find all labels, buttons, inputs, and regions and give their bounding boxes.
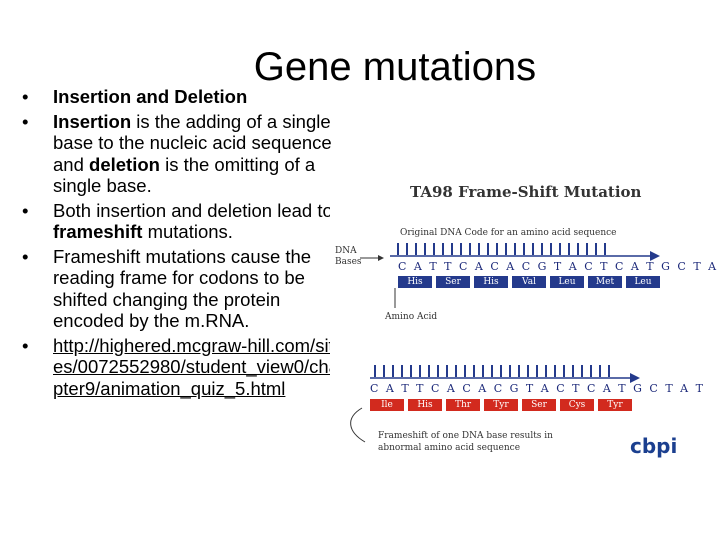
bold-term: Insertion bbox=[53, 110, 132, 132]
bullet-item: Insertion and Deletion bbox=[22, 86, 342, 108]
bullet-item: Both insertion and deletion lead to fram… bbox=[22, 200, 342, 243]
dna-label: DNA bbox=[335, 246, 357, 256]
original-label: Original DNA Code for an amino acid sequ… bbox=[400, 228, 617, 238]
bullet-text: is the adding of a single base to the nu… bbox=[53, 110, 332, 175]
amino-acid-box: Leu bbox=[626, 276, 660, 288]
amino-acid-box: Tyr bbox=[598, 399, 632, 411]
bullet-list: Insertion and DeletionInsertion is the a… bbox=[22, 86, 342, 402]
bullet-item: Frameshift mutations cause the reading f… bbox=[22, 246, 342, 332]
figure-graphics bbox=[350, 243, 660, 443]
caption-line-2: abnormal amino acid sequence bbox=[378, 443, 521, 453]
amino-acid-box: Tyr bbox=[484, 399, 518, 411]
original-dna-sequence: C A T T C A C A C G T A C T C A T G C T … bbox=[398, 260, 720, 273]
amino-acid-box: Val bbox=[512, 276, 546, 288]
cbpi-logo: cbpi bbox=[630, 434, 678, 458]
bullet-text: mutations. bbox=[142, 221, 233, 242]
bullet-text: is the omitting of a single base. bbox=[53, 153, 316, 197]
animation-link[interactable]: http://highered.mcgraw-hill.com/sites/00… bbox=[53, 334, 339, 399]
caption-line-1: Frameshift of one DNA base results in bbox=[378, 431, 553, 441]
bullet-item: Insertion is the adding of a single base… bbox=[22, 111, 342, 197]
amino-acid-box: His bbox=[474, 276, 508, 288]
amino-acid-box: Met bbox=[588, 276, 622, 288]
amino-acid-box: Ile bbox=[370, 399, 404, 411]
amino-acid-box: His bbox=[408, 399, 442, 411]
amino-acid-box: Leu bbox=[550, 276, 584, 288]
figure-title: TA98 Frame-Shift Mutation bbox=[410, 183, 642, 201]
bottom-arrow-head bbox=[630, 373, 640, 383]
bullet-item: http://highered.mcgraw-hill.com/sites/00… bbox=[22, 335, 342, 400]
amino-acid-label: Amino Acid bbox=[385, 312, 438, 322]
bold-term: Insertion and Deletion bbox=[53, 86, 248, 107]
slide-title: Gene mutations bbox=[253, 45, 537, 89]
frameshift-figure: TA98 Frame-Shift Mutation Original DNA C… bbox=[330, 170, 720, 465]
amino-acid-box: Cys bbox=[560, 399, 594, 411]
bullet-text: Frameshift mutations cause the reading f… bbox=[53, 245, 312, 332]
amino-acid-box: His bbox=[398, 276, 432, 288]
amino-acid-box: Thr bbox=[446, 399, 480, 411]
top-arrow-head bbox=[650, 251, 660, 261]
amino-acid-box: Ser bbox=[522, 399, 556, 411]
caption-pointer bbox=[350, 407, 366, 443]
bullet-text: Both insertion and deletion lead to bbox=[53, 199, 333, 221]
mutated-dna-sequence: C A T T C A C A C G T A C T C A T G C T … bbox=[370, 382, 705, 395]
bases-label: Bases bbox=[335, 257, 362, 267]
bottom-ticks bbox=[374, 365, 610, 377]
bold-term: frameshift bbox=[53, 221, 143, 242]
top-ticks bbox=[397, 243, 606, 255]
amino-acid-box: Ser bbox=[436, 276, 470, 288]
bold-term: deletion bbox=[89, 153, 160, 175]
